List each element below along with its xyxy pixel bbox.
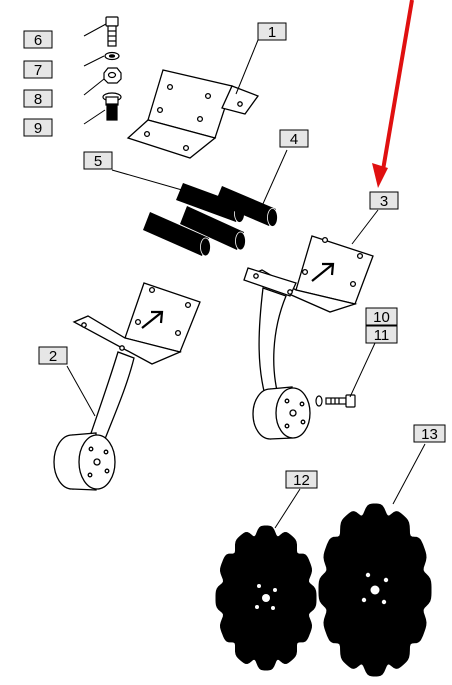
part-7-washer (104, 51, 120, 61)
callout-5-text: 5 (94, 153, 102, 170)
callout-8: 8 (23, 89, 53, 108)
part-6-bolt (105, 16, 119, 47)
callout-10-text: 10 (373, 309, 390, 326)
callout-13-text: 13 (421, 426, 438, 443)
callout-9-text: 9 (34, 120, 42, 137)
callout-8-text: 8 (34, 91, 42, 108)
part-4-tube-upper-right (215, 186, 278, 227)
part-13-notched-disc (318, 503, 432, 677)
callout-4-text: 4 (290, 131, 298, 148)
callout-5: 5 (83, 151, 113, 170)
part-12-notched-disc (215, 525, 317, 671)
part-1-bracket (126, 69, 260, 159)
callout-1-text: 1 (268, 24, 276, 41)
callout-10: 10 (365, 307, 398, 326)
red-pointer-arrow (372, 0, 414, 188)
callout-6: 6 (23, 30, 53, 49)
part-8-nut (103, 67, 122, 84)
callout-3: 3 (369, 191, 399, 210)
part-2-arm-assembly (53, 282, 201, 491)
callout-6-text: 6 (34, 32, 42, 49)
callout-2-text: 2 (49, 348, 57, 365)
callout-11-text: 11 (374, 327, 390, 344)
callout-11: 11 (365, 325, 398, 344)
callout-4: 4 (279, 129, 309, 148)
leader-lines (66, 23, 426, 529)
part-9-carriage-bolt (102, 92, 122, 121)
callout-12-text: 12 (293, 472, 310, 489)
callout-7-text: 7 (34, 62, 42, 79)
part-3-arm-assembly (243, 235, 374, 440)
callout-12: 12 (285, 470, 318, 489)
callout-3-text: 3 (380, 193, 388, 210)
callout-7: 7 (23, 60, 53, 79)
callout-9: 9 (23, 118, 53, 137)
callout-1: 1 (257, 22, 287, 41)
part-5-tube-lower-left (143, 212, 211, 257)
part-4-tube-lower-right (180, 206, 246, 251)
part-10-11-bolt-washer (315, 394, 356, 408)
callout-2: 2 (38, 346, 68, 365)
callout-13: 13 (413, 424, 446, 443)
